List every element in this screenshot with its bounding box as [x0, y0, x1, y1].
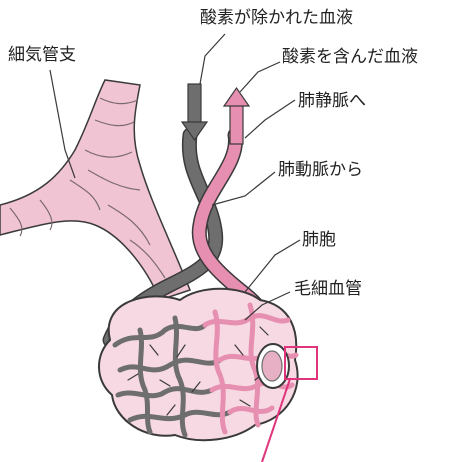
alveolar-sac: [99, 289, 298, 440]
label-deoxygenated-blood: 酸素が除かれた血液: [200, 10, 353, 27]
label-oxygenated-blood: 酸素を含んだ血液: [282, 49, 418, 66]
label-bronchiole: 細気管支: [8, 47, 76, 64]
leader-alveolus: [245, 240, 300, 292]
label-capillaries: 毛細血管: [294, 281, 362, 298]
label-from-pulmonary-artery: 肺動脈から: [278, 162, 363, 179]
label-to-pulmonary-vein: 肺静脈へ: [298, 93, 366, 110]
leader-oxygenated: [240, 62, 280, 92]
leader-vein: [245, 100, 295, 138]
label-alveolus: 肺胞: [302, 232, 336, 249]
bronchiole-tube: [0, 80, 190, 300]
leader-deoxygenated: [200, 34, 225, 84]
